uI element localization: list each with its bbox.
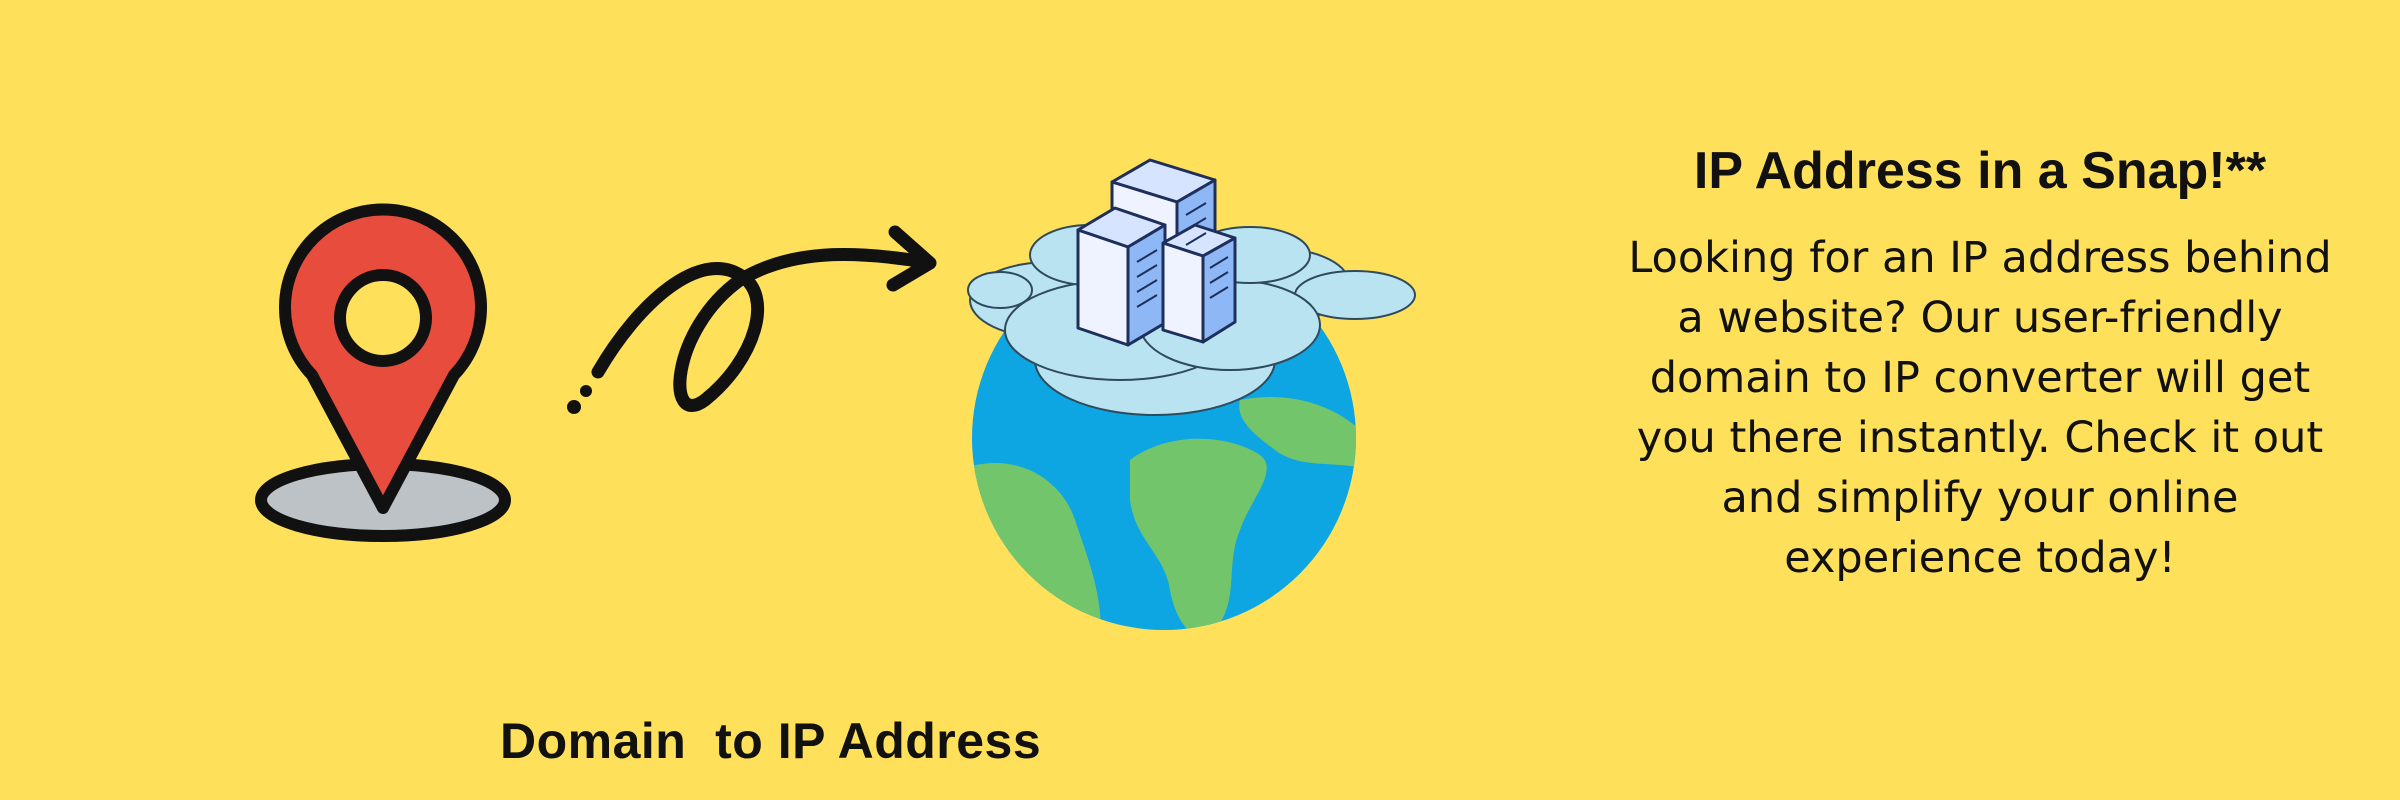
body-text: Looking for an IP address behind a websi… [1628, 233, 2332, 584]
caption-domain-to-ip: Domain to IP Address [500, 713, 1042, 769]
server-rack-icon [1076, 158, 1237, 347]
curly-arrow-icon [567, 225, 937, 414]
headline: IP Address in a Snap!** [1693, 142, 2267, 200]
map-pin-icon [255, 203, 511, 542]
promo-text-block: IP Address in a Snap!** Looking for an I… [1620, 140, 2340, 588]
